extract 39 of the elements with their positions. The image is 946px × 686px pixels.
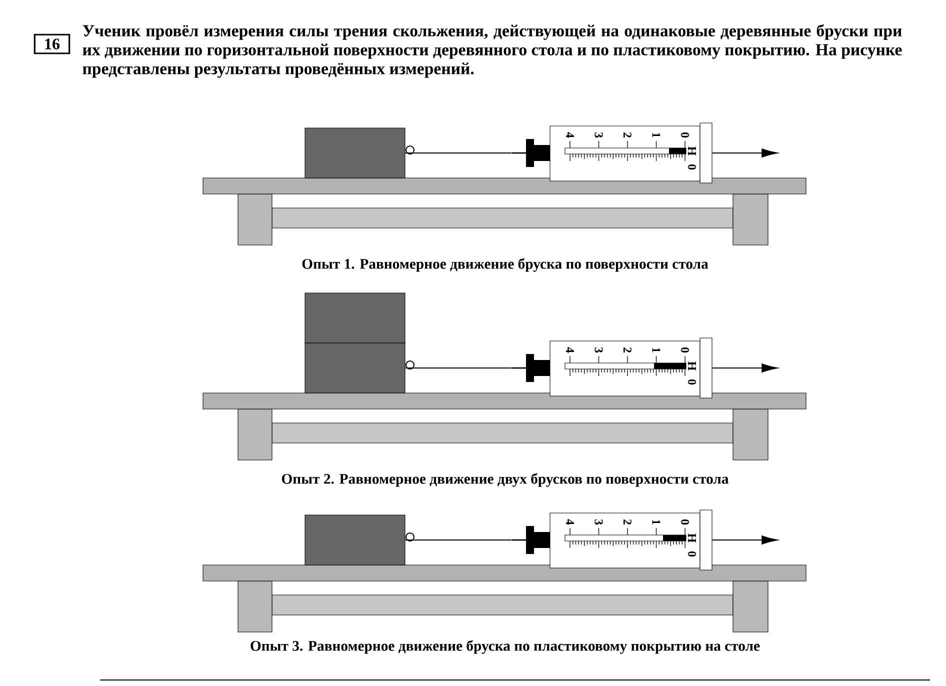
thread — [405, 367, 512, 369]
scale-number: 3 — [594, 132, 603, 138]
wooden-block — [304, 342, 406, 394]
scale-number: 3 — [594, 519, 603, 525]
scale-number: 0 — [680, 347, 690, 353]
scale-number: 2 — [624, 348, 632, 352]
task-number-box: 16 — [34, 34, 70, 54]
unit-label: Н — [688, 146, 696, 156]
wooden-block — [304, 128, 406, 178]
wooden-block — [304, 292, 406, 344]
scale-number: 3 — [594, 347, 603, 353]
unit-label: Н — [688, 362, 696, 370]
scale-number: 0 — [688, 164, 696, 170]
scale-number: 2 — [624, 132, 632, 138]
dynamometer-drawing — [405, 122, 712, 184]
thread — [405, 152, 512, 154]
scale-number: 4 — [566, 132, 574, 138]
experiment-caption: Опыт 2. Равномерное движение двух брусков по поверхности стола — [282, 473, 729, 487]
question-text: Ученик провёл измерения силы трения скольжения, действующей на одинаковые деревянные бруски при их движении по горизонтальной поверхности деревянного стола и по пластиковому покрытию. На рисунке представлены результаты проведённых измерений. — [82, 24, 902, 78]
thread — [405, 539, 512, 541]
pull-arrow — [712, 536, 778, 544]
scale-number: 1 — [652, 348, 660, 352]
scale-number: 0 — [688, 551, 696, 557]
experiment-caption: Опыт 1. Равномерное движение бруска по поверхности стола — [302, 258, 708, 272]
scale-number: 4 — [566, 519, 574, 525]
experiment-caption: Опыт 3. Равномерное движение бруска по пластиковому покрытию на столе — [250, 640, 760, 654]
scale-number: 1 — [652, 132, 660, 138]
scale-number: 0 — [680, 519, 690, 525]
scale-number: 0 — [688, 379, 696, 385]
scale-number: 0 — [680, 132, 690, 138]
pull-arrow — [712, 364, 778, 372]
unit-label: Н — [688, 534, 696, 542]
pull-arrow — [712, 148, 778, 158]
scale-number: 1 — [652, 520, 660, 524]
wooden-block — [304, 514, 406, 566]
scale-number: 2 — [624, 520, 632, 524]
scale-number: 4 — [566, 347, 574, 353]
dynamometer-drawing — [405, 338, 712, 398]
dynamometer-drawing — [405, 510, 712, 570]
